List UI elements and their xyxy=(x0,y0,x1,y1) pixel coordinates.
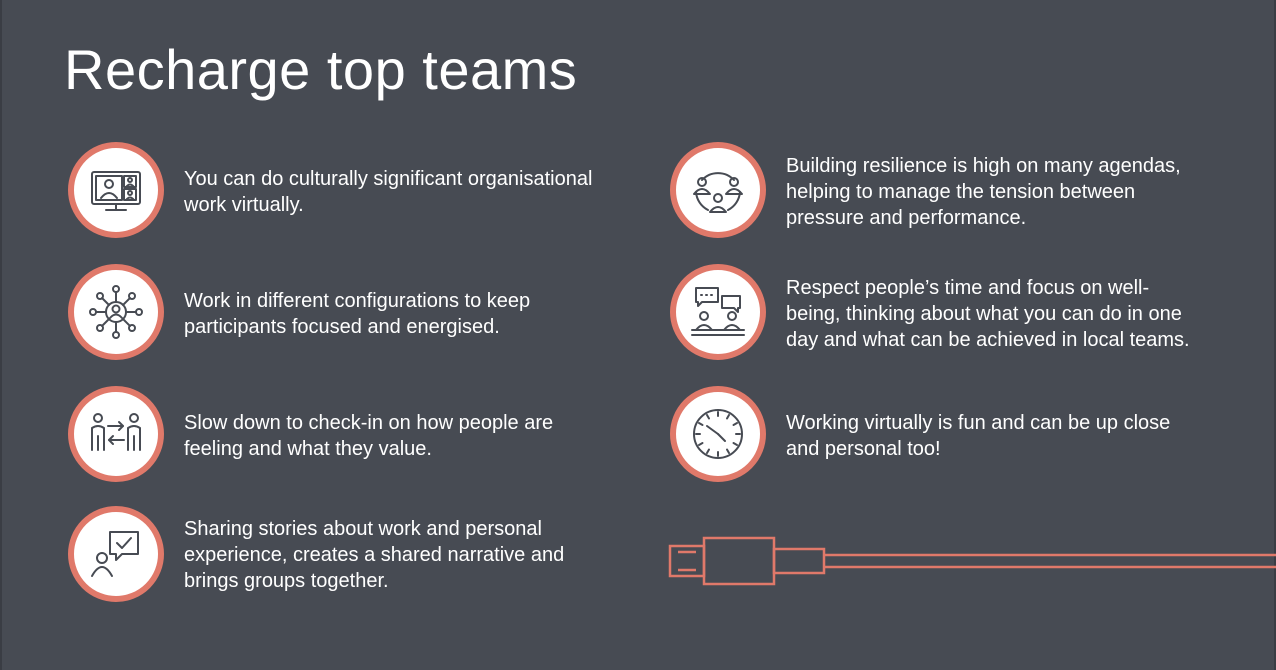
exchange-people-icon xyxy=(68,386,164,482)
charging-cable-icon xyxy=(668,536,1276,586)
network-person-icon xyxy=(68,264,164,360)
chat-people-icon xyxy=(670,264,766,360)
team-cycle-icon xyxy=(670,142,766,238)
speech-check-icon xyxy=(68,506,164,602)
item-text: Respect people’s time and focus on well-… xyxy=(786,277,1190,351)
item-text: Working virtually is fun and can be up c… xyxy=(786,412,1171,460)
item-text: Work in different configurations to keep… xyxy=(184,290,531,338)
item-text: You can do culturally significant organi… xyxy=(184,168,593,216)
clock-icon xyxy=(670,386,766,482)
item-text: Building resilience is high on many agen… xyxy=(786,155,1181,229)
video-call-icon xyxy=(68,142,164,238)
slide-title: Recharge top teams xyxy=(64,38,578,101)
